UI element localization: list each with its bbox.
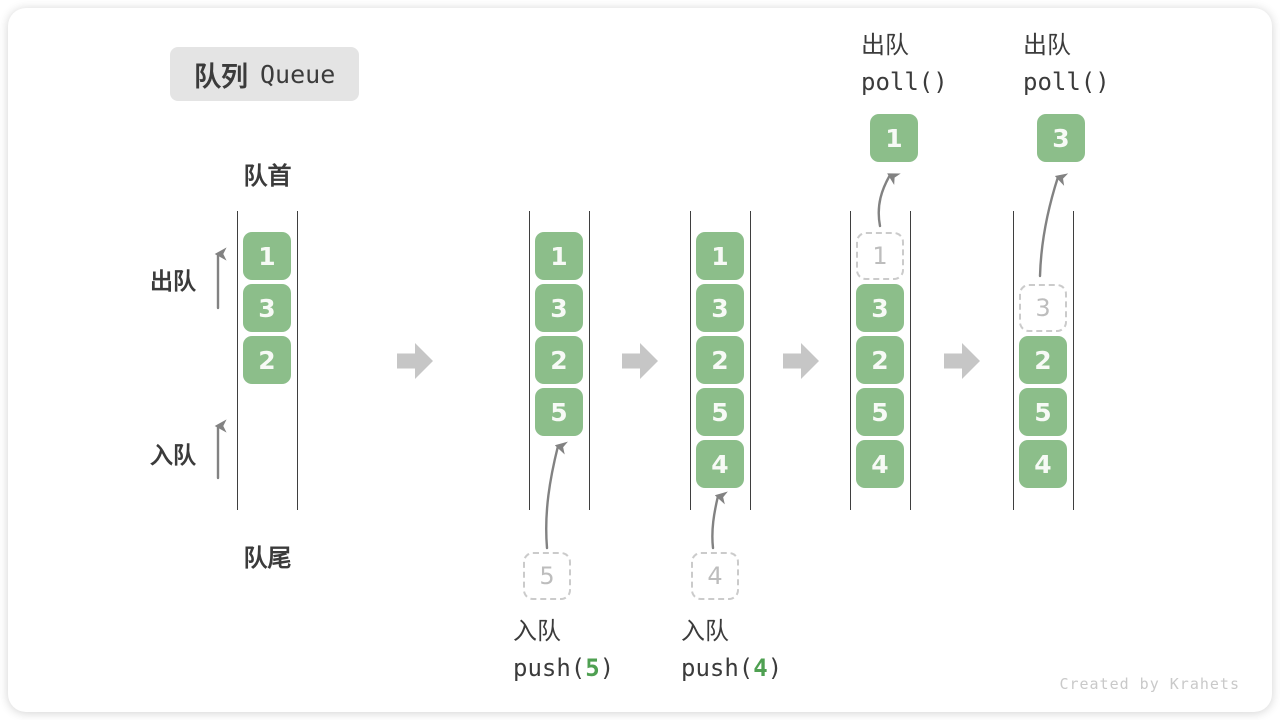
polled-cell: 1 — [870, 114, 918, 162]
queue-cell: 1 — [535, 232, 583, 280]
queue-cell: 5 — [1019, 388, 1067, 436]
queue-cell: 2 — [1019, 336, 1067, 384]
push-arg: 4 — [753, 654, 768, 682]
queue-cell-removed: 1 — [856, 232, 904, 280]
push-op-label-2: 入队 push(4) — [681, 614, 782, 686]
queue-cell: 1 — [243, 232, 291, 280]
label-dequeue: 出队 — [150, 268, 196, 294]
label-enqueue: 入队 — [150, 442, 196, 468]
queue-cell: 3 — [856, 284, 904, 332]
push-op-label-1: 入队 push(5) — [513, 614, 614, 686]
queue-state-2 — [529, 211, 590, 510]
poll-op-label-1: 出队 poll() — [861, 28, 948, 100]
push-op-zh: 入队 — [513, 618, 561, 645]
queue-cell: 2 — [856, 336, 904, 384]
queue-cell: 3 — [696, 284, 744, 332]
queue-cell: 2 — [535, 336, 583, 384]
poll-op-zh: 出队 — [861, 32, 909, 59]
push-op-code: push(5) — [513, 654, 615, 682]
push-arg: 5 — [585, 654, 600, 682]
poll-op-label-2: 出队 poll() — [1023, 28, 1110, 100]
poll-op-zh: 出队 — [1023, 32, 1071, 59]
queue-cell-removed: 3 — [1019, 284, 1067, 332]
watermark: Created by Krahets — [1059, 675, 1240, 693]
queue-state-5 — [1013, 211, 1074, 510]
queue-cell: 3 — [535, 284, 583, 332]
title-zh: 队列 — [194, 61, 248, 92]
push-op-zh: 入队 — [681, 618, 729, 645]
queue-state-3 — [690, 211, 751, 510]
queue-cell: 2 — [696, 336, 744, 384]
label-queue-front: 队首 — [243, 163, 292, 190]
queue-cell: 1 — [696, 232, 744, 280]
queue-cell: 4 — [1019, 440, 1067, 488]
queue-state-4 — [850, 211, 911, 510]
poll-op-code: poll() — [861, 68, 948, 96]
polled-cell: 3 — [1037, 114, 1085, 162]
queue-cell: 4 — [696, 440, 744, 488]
queue-cell: 5 — [696, 388, 744, 436]
queue-state-1 — [237, 211, 298, 510]
queue-cell: 3 — [243, 284, 291, 332]
pending-enqueue-cell: 5 — [523, 552, 571, 600]
queue-cell: 2 — [243, 336, 291, 384]
queue-cell: 5 — [535, 388, 583, 436]
title-en: Queue — [260, 59, 336, 89]
poll-op-code: poll() — [1023, 68, 1110, 96]
pending-enqueue-cell: 4 — [691, 552, 739, 600]
label-queue-rear: 队尾 — [243, 545, 292, 572]
queue-cell: 5 — [856, 388, 904, 436]
queue-cell: 4 — [856, 440, 904, 488]
push-op-code: push(4) — [681, 654, 783, 682]
title-badge: 队列 Queue — [170, 47, 360, 101]
